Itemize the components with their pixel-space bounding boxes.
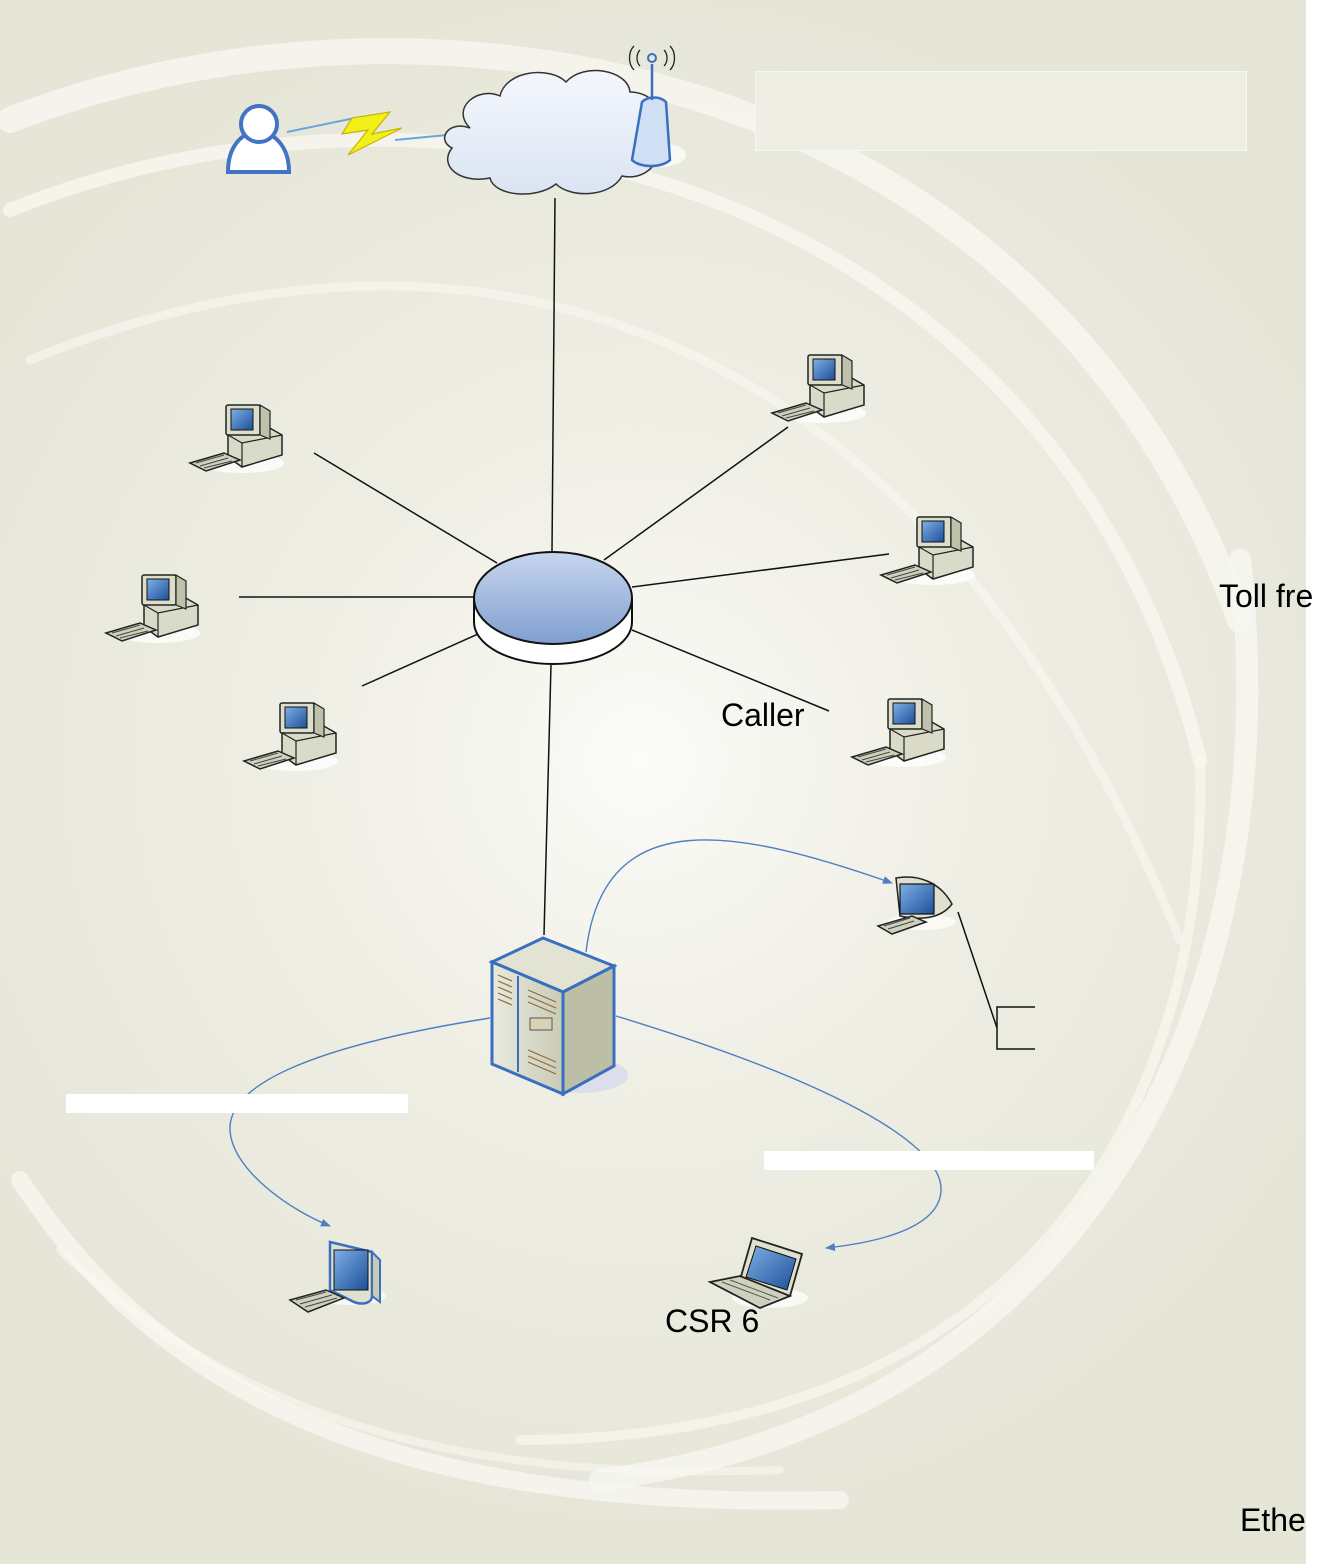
label-bar-left — [66, 1094, 408, 1113]
arrow-paths — [229, 839, 942, 1252]
label-bar-right — [764, 1151, 1094, 1170]
antenna-icon — [628, 45, 686, 168]
line-hub-server — [543, 664, 552, 936]
user-icon — [225, 104, 292, 174]
line-pc1-hub — [313, 452, 498, 564]
connection-lines — [239, 197, 1035, 1050]
line-pc5-hub — [631, 553, 890, 588]
arrow-to-desktop — [229, 1017, 491, 1227]
line-pc6-hub — [631, 629, 830, 712]
toll-free-label: Toll fre — [1219, 578, 1314, 614]
caller-label: Caller — [721, 697, 805, 733]
line-monitor-callout — [957, 911, 998, 1029]
monitor-icon — [288, 1240, 386, 1313]
hub-icon — [473, 551, 633, 665]
laptop-icon — [707, 1236, 808, 1309]
right-margin — [1306, 0, 1319, 1564]
arrow-to-monitor — [585, 839, 893, 953]
line-pc3-hub — [361, 633, 479, 687]
callout-bracket — [996, 1006, 1035, 1050]
empty-callout-box — [755, 71, 1247, 151]
arrow-to-laptop — [615, 1015, 942, 1252]
lightning-icon — [286, 111, 448, 156]
ethernet-label: Ethe — [1240, 1502, 1306, 1538]
line-pc4-hub — [603, 426, 789, 561]
background-swirls — [0, 38, 1259, 1510]
line-cloud-hub — [551, 197, 556, 552]
csr-6-label: CSR 6 — [665, 1303, 760, 1339]
server-icon — [488, 936, 628, 1097]
